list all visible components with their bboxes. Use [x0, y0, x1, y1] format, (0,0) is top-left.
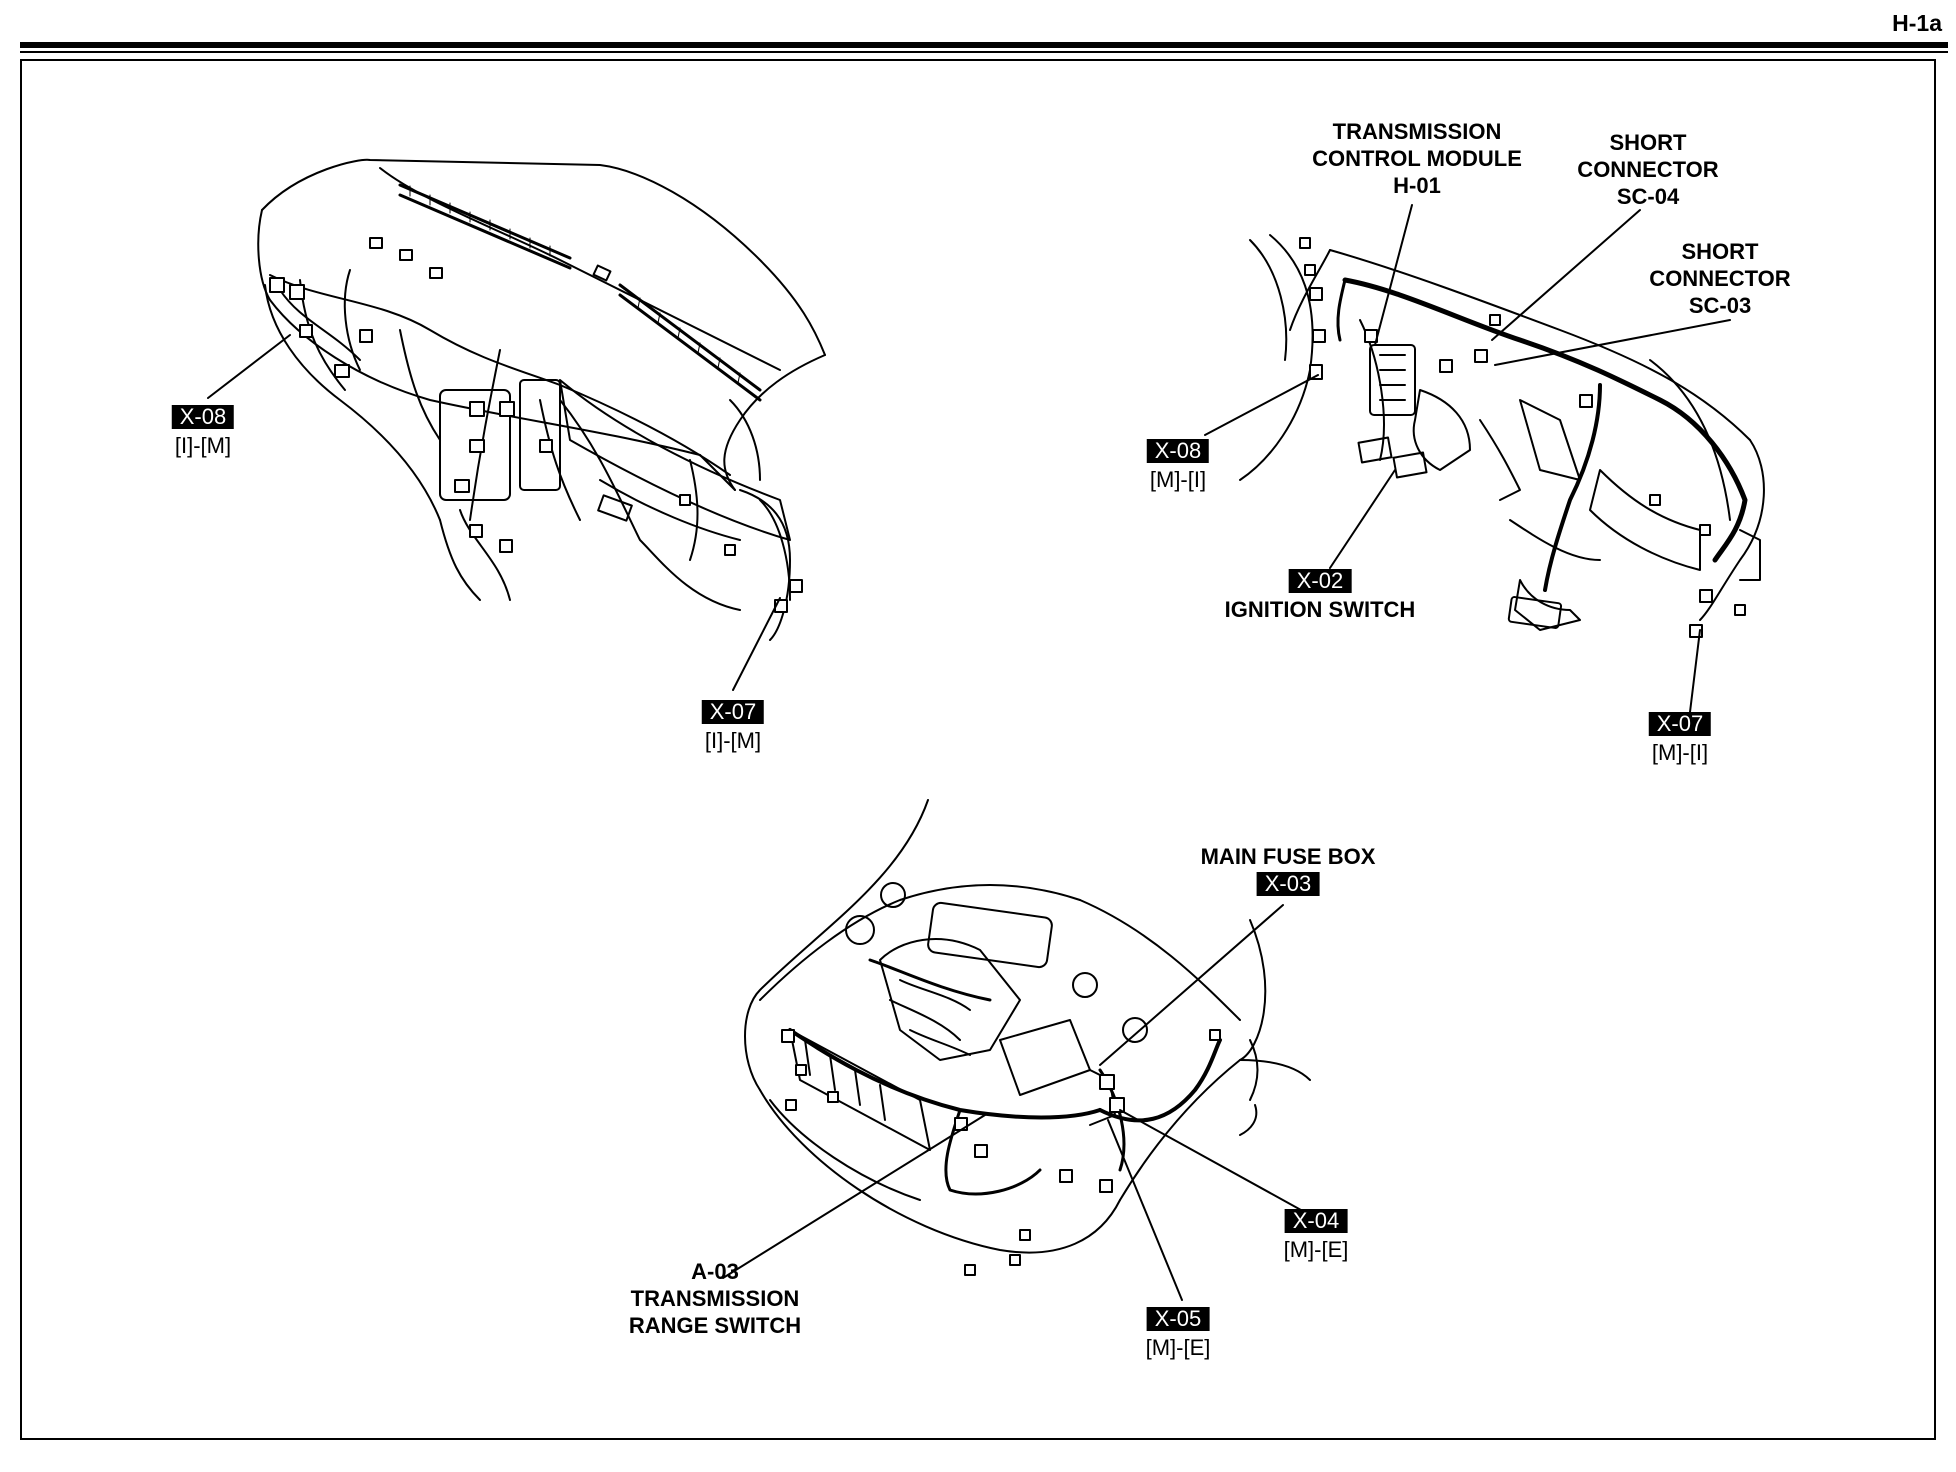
sc03-line3: SC-03 [1688, 293, 1752, 318]
connector-x08-label: X-08 [I]-[M] [171, 403, 235, 459]
connector-x07-dash-label: X-07 [M]-[I] [1648, 710, 1712, 766]
connector-x07-dash-pins: [M]-[I] [1651, 740, 1709, 765]
connector-x05-code: X-05 [1146, 1307, 1210, 1331]
connector-x08-dash-label: X-08 [M]-[I] [1146, 437, 1210, 493]
connector-x07-label: X-07 [I]-[M] [701, 698, 765, 754]
connector-x08-dash-pins: [M]-[I] [1149, 467, 1207, 492]
connector-x05-pins: [M]-[E] [1145, 1335, 1211, 1360]
connector-x02-label: X-02 IGNITION SWITCH [1225, 567, 1416, 623]
connector-x04-code: X-04 [1284, 1209, 1348, 1233]
sc03-line1: SHORT [1681, 239, 1759, 264]
sc04-line1: SHORT [1609, 130, 1687, 155]
connector-x08-code: X-08 [171, 405, 235, 429]
a03-line1: A-03 [691, 1259, 739, 1284]
connector-x08-dash-code: X-08 [1146, 439, 1210, 463]
header-rule [20, 42, 1948, 48]
sc03-label: SHORT CONNECTOR SC-03 [1649, 238, 1790, 319]
main-fuse-box-label: MAIN FUSE BOX X-03 [1200, 843, 1376, 899]
main-fuse-box-code: X-03 [1256, 872, 1320, 896]
tcm-line2: CONTROL MODULE [1312, 146, 1522, 171]
tcm-line3: H-01 [1393, 173, 1441, 198]
tcm-label: TRANSMISSION CONTROL MODULE H-01 [1312, 118, 1522, 199]
header-rule-thin [20, 51, 1948, 53]
a03-line2: TRANSMISSION [630, 1286, 800, 1311]
connector-x02-name: IGNITION SWITCH [1224, 597, 1416, 622]
connector-x04-label: X-04 [M]-[E] [1284, 1207, 1349, 1263]
tcm-line1: TRANSMISSION [1332, 119, 1502, 144]
connector-x04-pins: [M]-[E] [1283, 1237, 1349, 1262]
connector-x05-label: X-05 [M]-[E] [1146, 1305, 1211, 1361]
connector-x07-dash-code: X-07 [1648, 712, 1712, 736]
sc04-line2: CONNECTOR [1577, 157, 1719, 182]
page-id: H-1a [1892, 10, 1942, 36]
sc03-line2: CONNECTOR [1649, 266, 1791, 291]
main-fuse-box-name: MAIN FUSE BOX [1200, 844, 1376, 869]
connector-x02-code: X-02 [1288, 569, 1352, 593]
connector-x07-pins: [I]-[M] [704, 728, 762, 753]
a03-label: A-03 TRANSMISSION RANGE SWITCH [629, 1258, 801, 1339]
connector-x08-pins: [I]-[M] [174, 433, 232, 458]
dash-harness-drawing [1204, 204, 1765, 713]
instrument-panel-drawing [207, 158, 826, 691]
engine-bay-drawing [722, 799, 1311, 1301]
sc04-label: SHORT CONNECTOR SC-04 [1577, 129, 1718, 210]
a03-line3: RANGE SWITCH [628, 1313, 802, 1338]
connector-x07-code: X-07 [701, 700, 765, 724]
sc04-line3: SC-04 [1616, 184, 1680, 209]
diagram-frame [20, 59, 1936, 1440]
